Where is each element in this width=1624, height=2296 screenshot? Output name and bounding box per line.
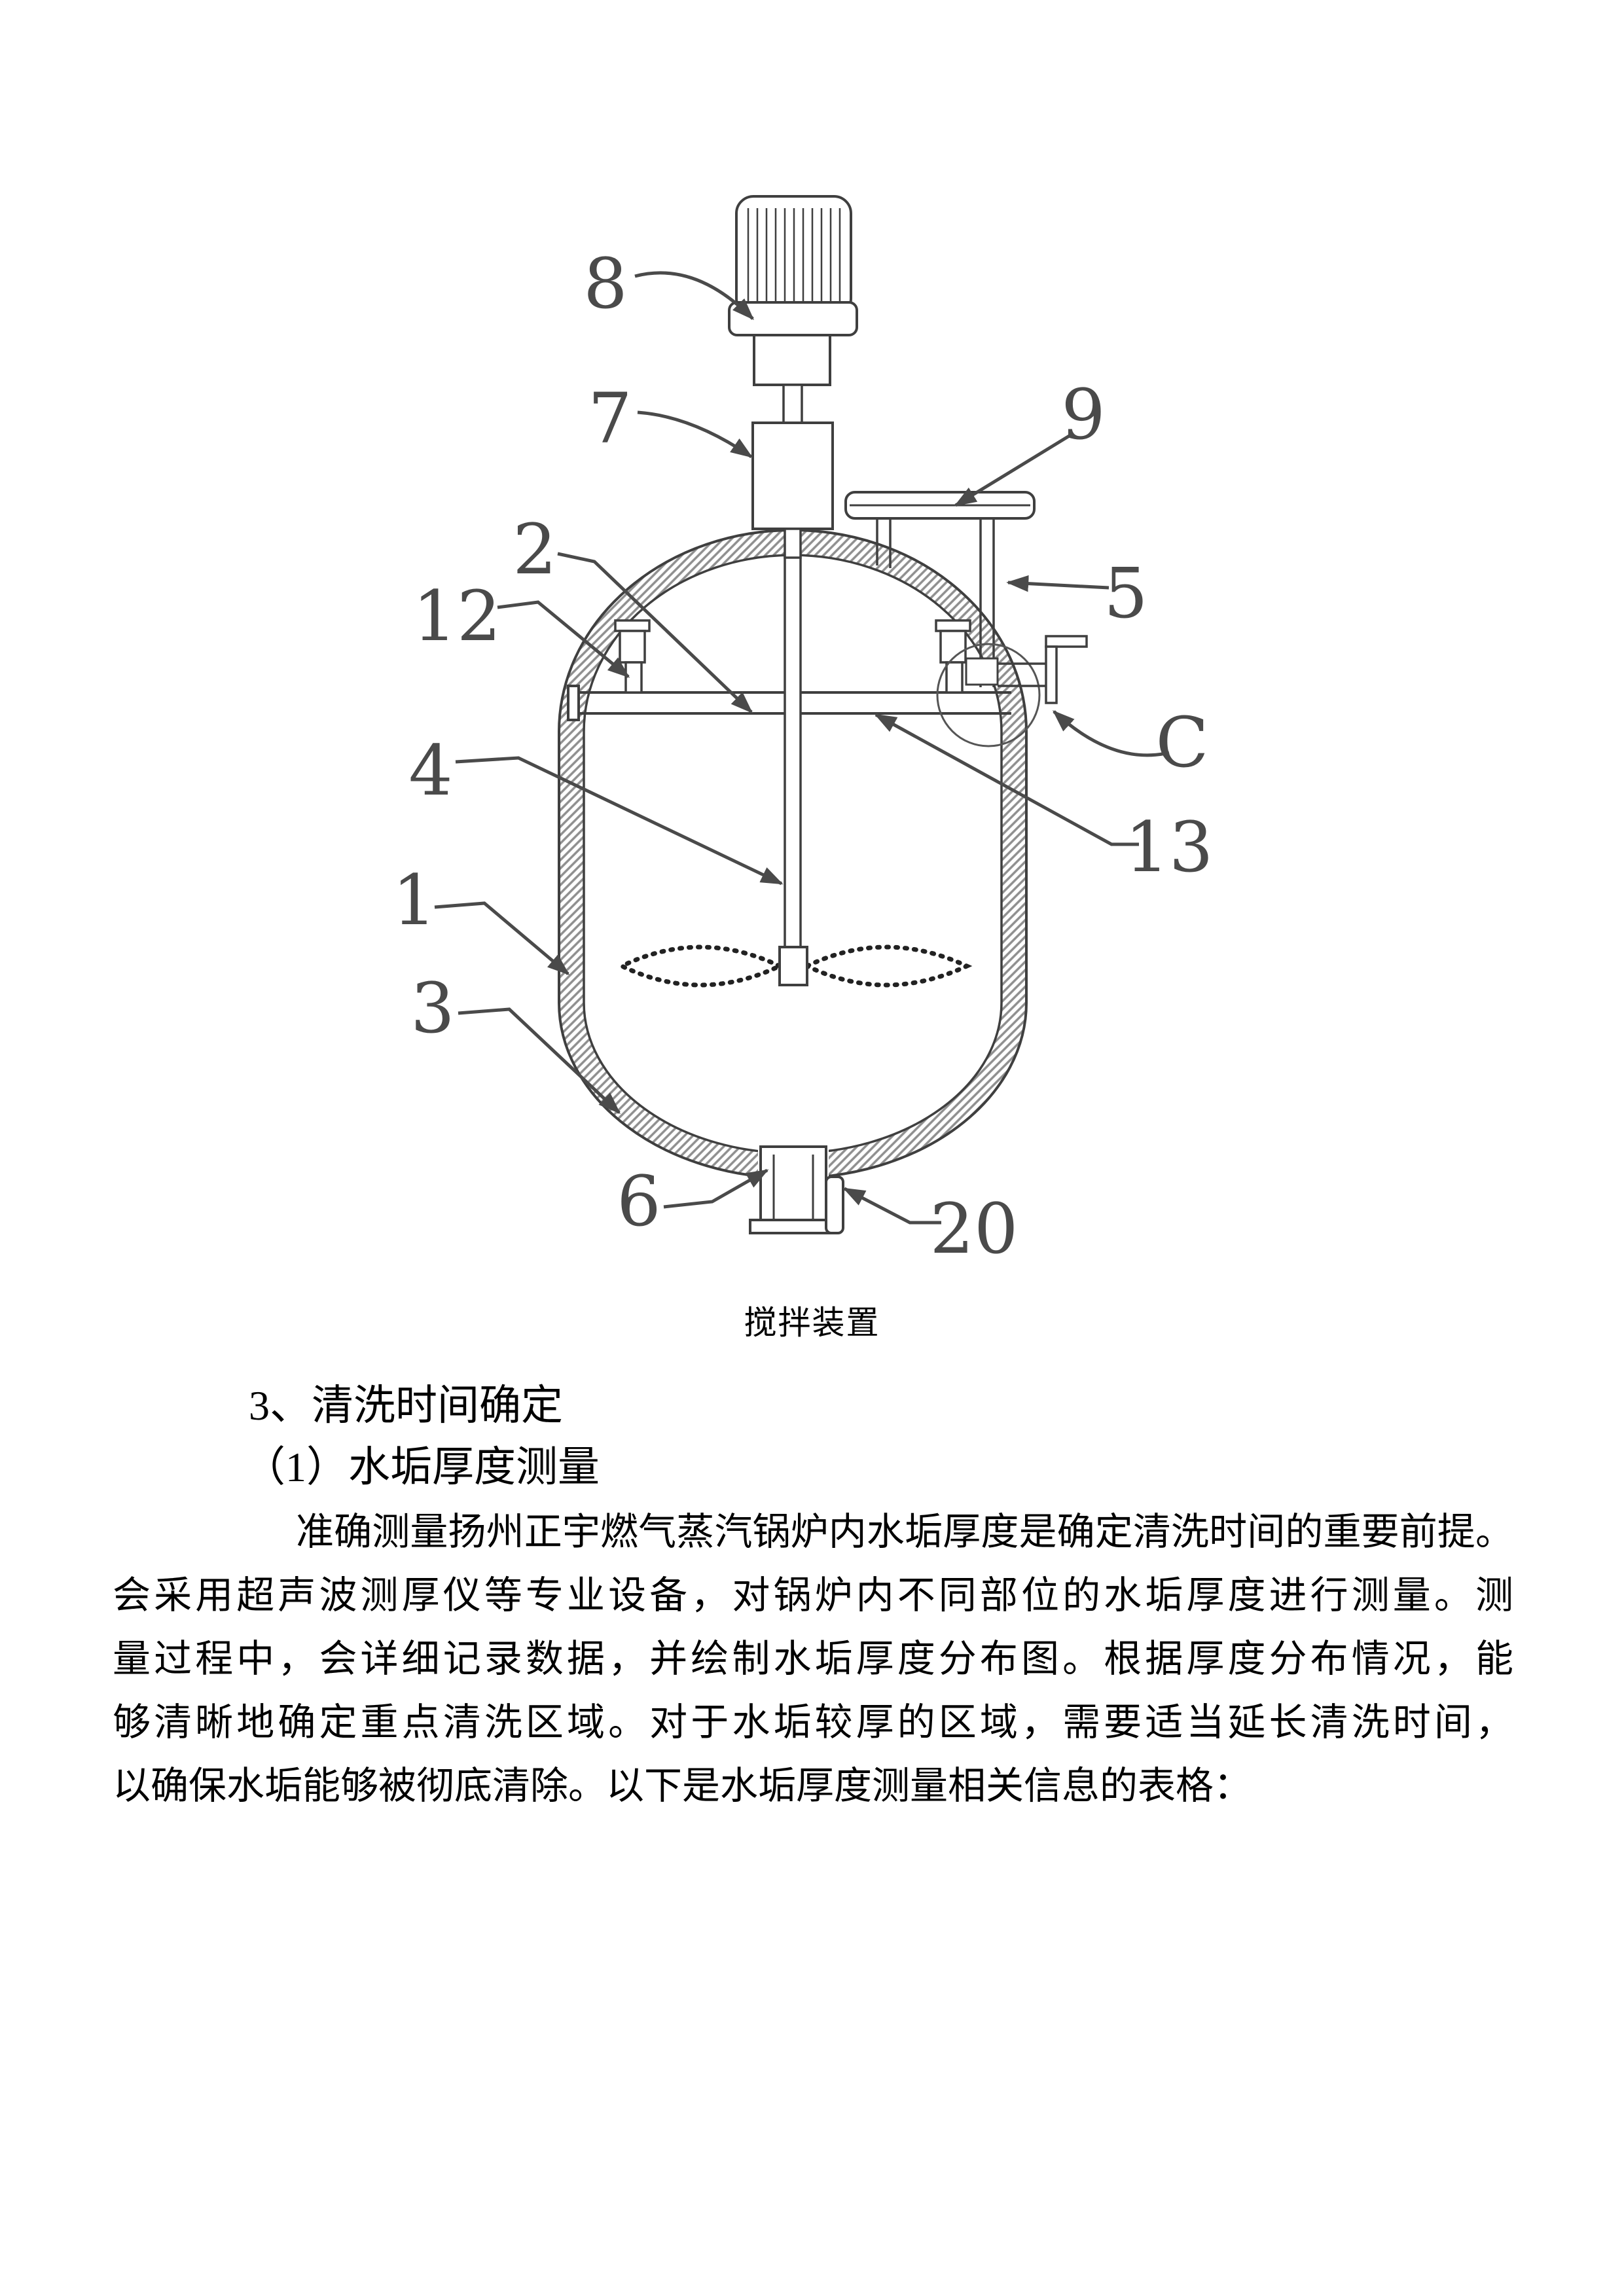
leader-2	[557, 552, 753, 713]
paragraph-line: 会采用超声波测厚仪等专业设备，对锅炉内不同部位的水垢厚度进行测量。测	[113, 1574, 1513, 1617]
figure-label-7: 7	[588, 378, 632, 459]
nozzle-right	[935, 619, 971, 694]
leader-8	[634, 271, 754, 321]
leader-7	[637, 410, 753, 459]
figure-label-3: 3	[410, 968, 454, 1049]
leader-9	[954, 431, 1075, 507]
section-heading: 3、清洗时间确定	[249, 1382, 563, 1429]
figure-label-20: 20	[930, 1189, 1019, 1269]
figure-label-12: 12	[413, 576, 501, 656]
outlet-flange	[749, 1219, 838, 1234]
figure-label-8: 8	[583, 243, 627, 324]
impeller-blade-right	[801, 944, 973, 988]
motor-icon	[728, 195, 858, 424]
figure-label-13: 13	[1125, 807, 1214, 888]
figure-caption: 搅拌装置	[744, 1304, 880, 1341]
leader-13	[874, 713, 1139, 846]
paragraph-line: 准确测量扬州正宇燃气蒸汽锅炉内水垢厚度是确定清洗时间的重要前提。	[296, 1511, 1513, 1553]
side-flange	[998, 635, 1088, 704]
shaft-gland	[784, 528, 802, 559]
figure-label-2: 2	[513, 509, 556, 590]
figure-label-5: 5	[1104, 553, 1147, 634]
leader-20	[842, 1187, 941, 1225]
section-subheading: （1）水垢厚度测量	[244, 1444, 600, 1490]
leader-6	[663, 1168, 769, 1209]
inlet-flange	[844, 491, 1036, 520]
figure-label-1: 1	[392, 860, 436, 941]
leader-5	[1006, 575, 1110, 592]
paragraph-line: 量过程中，会详细记录数据，并绘制水垢厚度分布图。根据厚度分布情况，能	[113, 1638, 1513, 1680]
agitator-shaft	[784, 552, 802, 948]
leader-12	[497, 600, 630, 678]
figure-label-6: 6	[617, 1161, 660, 1242]
figure-label-9: 9	[1061, 374, 1105, 455]
leader-4	[455, 756, 784, 886]
valve-body	[965, 657, 999, 686]
leader-3	[458, 1007, 621, 1114]
outlet-pipe	[749, 1139, 838, 1234]
gearbox-coupling	[751, 422, 834, 530]
impeller-blade-left	[616, 944, 785, 988]
paragraph-line: 以确保水垢能够被彻底清除。以下是水垢厚度测量相关信息的表格：	[113, 1765, 1252, 1807]
leader-lines	[434, 271, 1170, 1225]
impeller-hub	[778, 946, 808, 986]
leader-C	[1052, 710, 1170, 757]
figure-label-4: 4	[408, 730, 452, 811]
figure-label-C: C	[1155, 702, 1208, 783]
leader-1	[434, 901, 570, 975]
paragraph-line: 够清晰地确定重点清洗区域。对于水垢较厚的区域，需要适当延长清洗时间，	[113, 1701, 1513, 1744]
valve-handle	[825, 1175, 844, 1234]
detail-circle	[936, 643, 1041, 747]
